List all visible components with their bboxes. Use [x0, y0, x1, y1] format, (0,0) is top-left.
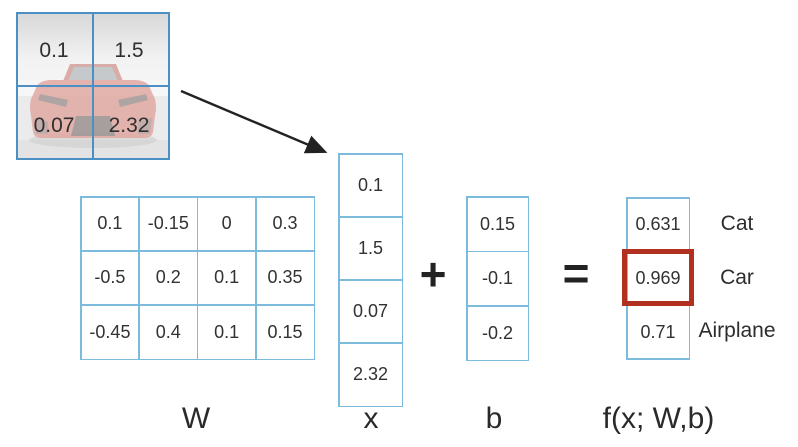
vector-cell: 0.1	[339, 154, 402, 217]
plus-operator: +	[419, 248, 447, 300]
matrix-cell: 0.3	[256, 197, 314, 251]
label-f: f(x; W,b)	[602, 402, 715, 435]
matrix-cell: 0.2	[139, 251, 197, 305]
matrix-cell: 0	[198, 197, 256, 251]
matrix-cell: 0.1	[198, 305, 256, 359]
equals-operator: =	[562, 247, 590, 299]
vector-cell: 0.631	[627, 198, 689, 251]
arrow-image-to-x	[180, 89, 328, 154]
pixel-value: 2.32	[108, 114, 150, 138]
matrix-cell: 0.35	[256, 251, 314, 305]
input-image-panel: 0.1 1.5 0.07 2.32	[16, 12, 170, 160]
vector-cell: 2.32	[339, 343, 402, 406]
class-label-airplane: Airplane	[698, 319, 776, 342]
input-vector-x: 0.1 1.5 0.07 2.32	[338, 153, 403, 407]
label-w: W	[181, 402, 211, 435]
matrix-cell: 0.4	[139, 305, 197, 359]
pixel-value: 1.5	[114, 39, 144, 63]
matrix-cell: 0.15	[256, 305, 314, 359]
score-vector-f: 0.631 0.969 0.71	[626, 197, 690, 360]
vector-cell: -0.1	[467, 252, 528, 305]
vector-cell: 0.71	[627, 306, 689, 359]
class-label-cat: Cat	[720, 212, 754, 235]
vector-cell: 0.969	[627, 252, 689, 305]
class-label-car: Car	[720, 266, 754, 289]
highlight-box-car-score	[622, 249, 694, 306]
matrix-cell: 0.1	[81, 197, 139, 251]
matrix-cell: -0.45	[81, 305, 139, 359]
vector-cell: 0.07	[339, 280, 402, 343]
vector-cell: -0.2	[467, 306, 528, 360]
pixel-value: 0.07	[33, 114, 75, 138]
matrix-cell: -0.15	[139, 197, 197, 251]
bias-vector-b: 0.15 -0.1 -0.2	[466, 196, 529, 361]
matrix-cell: -0.5	[81, 251, 139, 305]
image-grid-line-horizontal	[18, 85, 168, 87]
pixel-value: 0.1	[39, 39, 69, 63]
matrix-cell: 0.1	[198, 251, 256, 305]
vector-cell: 0.15	[467, 197, 528, 251]
weight-matrix: 0.1 -0.15 0 0.3 -0.5 0.2 0.1 0.35 -0.45 …	[80, 196, 315, 360]
label-b: b	[485, 402, 503, 435]
vector-cell: 1.5	[339, 217, 402, 280]
label-x: x	[363, 402, 379, 435]
